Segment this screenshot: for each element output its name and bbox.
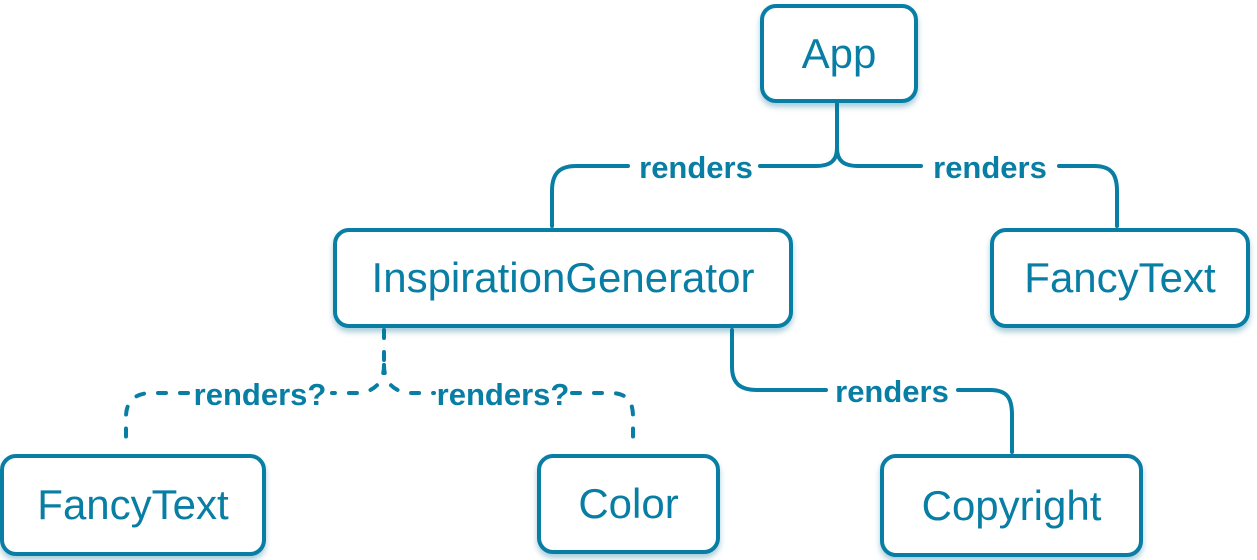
edge-inspirationgenerator-color: renders?: [382, 363, 635, 452]
node-color: Color: [537, 454, 720, 554]
node-fancy-text-top: FancyText: [990, 228, 1250, 328]
node-color-label: Color: [578, 480, 679, 527]
node-inspiration-generator: InspirationGenerator: [333, 228, 793, 328]
node-fancy-text-bottom: FancyText: [0, 454, 266, 556]
edge-app-fancytext: renders: [835, 146, 1119, 228]
edge-label-renders-1: renders: [639, 150, 753, 185]
edge-inspirationgenerator-fancytext: renders?: [124, 328, 386, 452]
edge-label-renders-3: renders: [835, 374, 949, 409]
node-inspiration-generator-label: InspirationGenerator: [371, 254, 755, 301]
edge-label-renders-q2: renders?: [437, 377, 570, 412]
node-app-label: App: [801, 29, 877, 77]
node-fancy-text-top-label: FancyText: [1024, 254, 1216, 301]
node-app: App: [760, 4, 918, 103]
node-copyright-label: Copyright: [921, 481, 1102, 529]
edge-label-renders-2: renders: [933, 150, 1047, 185]
node-copyright: Copyright: [880, 454, 1143, 557]
node-fancy-text-bottom-label: FancyText: [37, 481, 229, 528]
edge-label-renders-q1: renders?: [194, 377, 327, 412]
edge-inspirationgenerator-copyright: renders: [730, 328, 1014, 454]
edge-app-inspirationgenerator: renders: [550, 101, 839, 228]
